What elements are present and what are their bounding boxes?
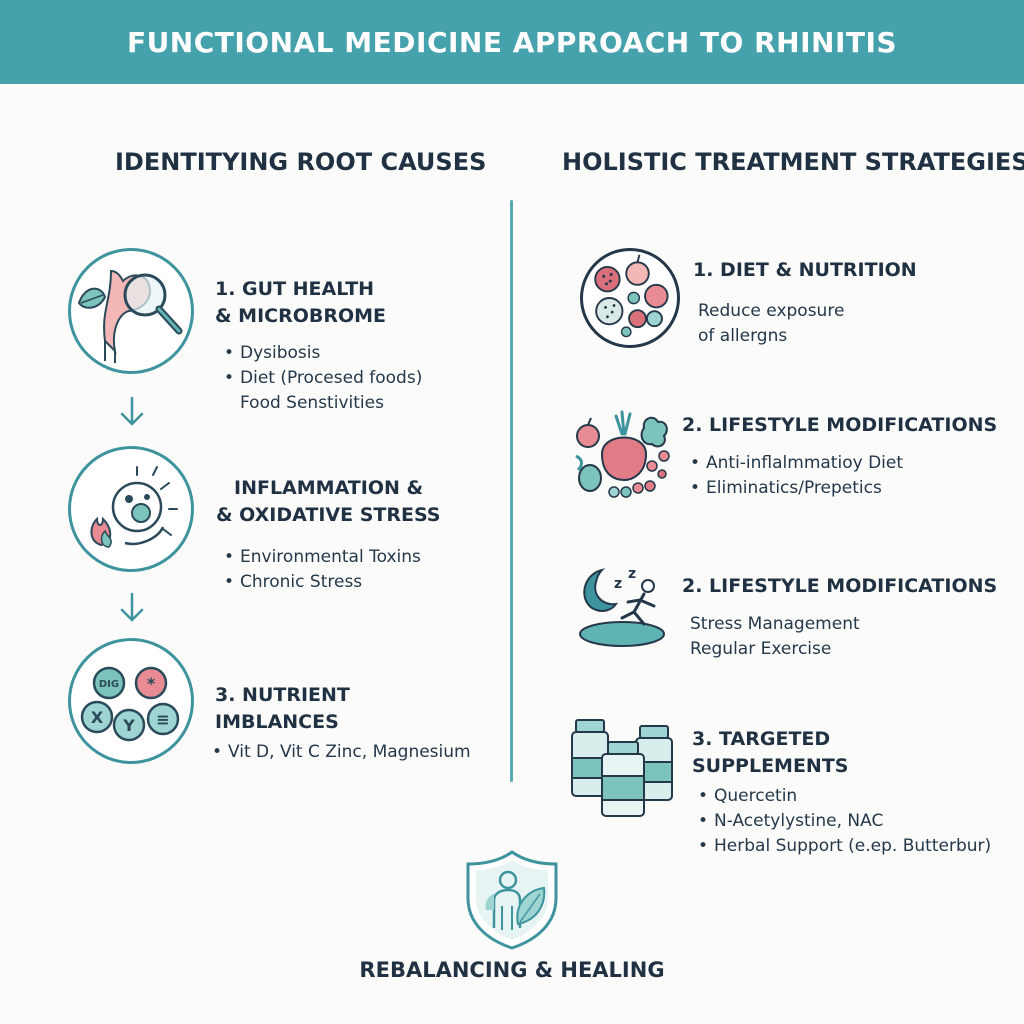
tablet-label: X [91, 708, 104, 727]
right-column-heading: HOLISTIC TREATMENT STRATEGIES [562, 148, 1024, 176]
supplements-list: Quercetin N-Acetylystine, NAC Herbal Sup… [698, 784, 991, 859]
list-item: of allergns [698, 326, 788, 346]
list-item: Chronic Stress [224, 570, 421, 595]
tablet-label: * [147, 674, 156, 693]
tablet-label: DIG [99, 679, 119, 690]
page-title: FUNCTIONAL MEDICINE APPROACH TO RHINITIS [126, 25, 898, 59]
gut-health-title: 1. GUT HEALTH& MICROBROME [215, 278, 387, 327]
shield-person-leaf-icon [462, 848, 562, 950]
inflammation-title: INFLAMMATION && OXIDATIVE STRESS [216, 477, 441, 526]
list-item: Vit D, Vit C Zinc, Magnesium [212, 740, 471, 765]
inflammation-list: Environmental Toxins Chronic Stress [224, 545, 421, 595]
list-item: Stress Management [690, 614, 860, 634]
title-banner: FUNCTIONAL MEDICINE APPROACH TO RHINITIS [0, 0, 1024, 84]
down-arrow-icon [120, 396, 144, 426]
svg-text:z: z [628, 566, 636, 582]
list-item: Herbal Support (e.ep. Butterbur) [698, 834, 991, 859]
produce-icon [572, 406, 676, 502]
nutrient-list: Vit D, Vit C Zinc, Magnesium [212, 740, 471, 765]
list-item: Food Senstivities [240, 393, 384, 413]
list-item: Reduce exposure [698, 301, 845, 321]
nutrient-tablets-icon: DIG * X Y ≡ [68, 638, 194, 764]
footer-label: REBALANCING & HEALING [359, 958, 665, 982]
down-arrow-icon [120, 592, 144, 622]
lifestyle-diet-list: Anti-inflalmmatioy Diet Eliminatics/Prep… [690, 451, 903, 501]
list-item: Anti-inflalmmatioy Diet [690, 451, 903, 476]
list-item: Diet (Procesed foods) [224, 366, 422, 391]
gut-magnifier-icon [68, 248, 194, 374]
svg-text:z: z [614, 576, 622, 592]
lifestyle-stress-list: Stress Management Regular Exercise [690, 612, 860, 662]
left-column-heading: IDENTITYING ROOT CAUSES [115, 148, 487, 176]
tablet-label: Y [122, 716, 135, 735]
list-item: Regular Exercise [690, 639, 832, 659]
list-item: Dysibosis [224, 341, 422, 366]
sleep-exercise-icon: z z [574, 562, 670, 650]
inflammation-cell-icon [68, 446, 194, 572]
food-plate-icon [580, 248, 680, 348]
diet-nutrition-list: Reduce exposure of allergns [698, 299, 844, 349]
diet-nutrition-title: 1. DIET & NUTRITION [693, 259, 917, 281]
list-item: Eliminatics/Prepetics [690, 476, 903, 501]
list-item: Quercetin [698, 784, 991, 809]
lifestyle-stress-title: 2. LIFESTYLE MODIFICATIONS [682, 575, 998, 597]
gut-health-list: Dysibosis Diet (Procesed foods) Food Sen… [224, 341, 422, 416]
tablet-label: ≡ [156, 710, 169, 729]
supplement-bottles-icon [570, 718, 676, 818]
list-item: Environmental Toxins [224, 545, 421, 570]
list-item: N-Acetylystine, NAC [698, 809, 991, 834]
column-divider [510, 200, 513, 782]
lifestyle-diet-title: 2. LIFESTYLE MODIFICATIONS [682, 414, 998, 436]
